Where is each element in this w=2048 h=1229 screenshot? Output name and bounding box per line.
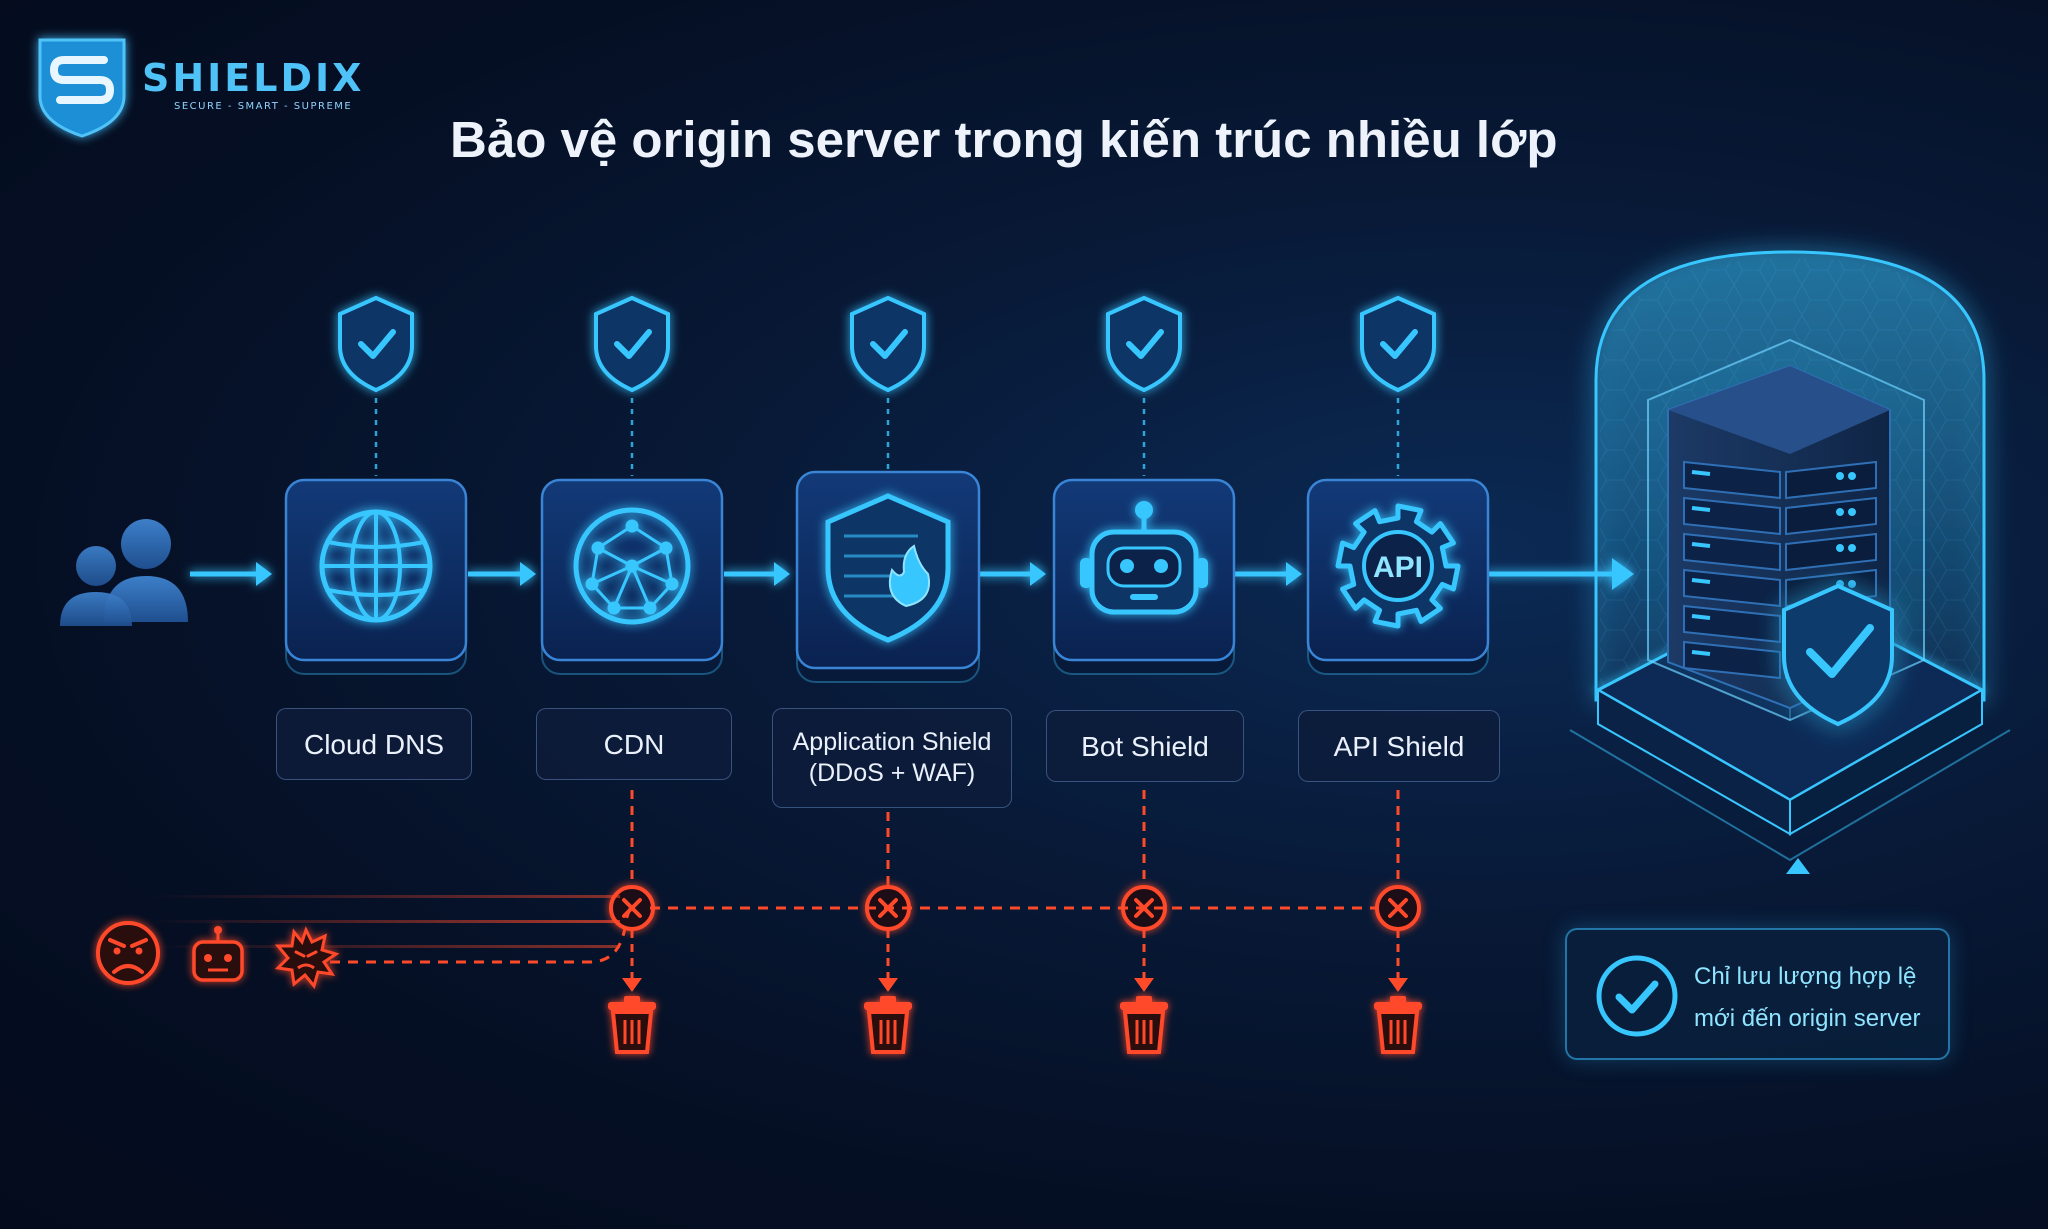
layer-application-shield <box>795 295 981 1054</box>
layer-cloud-dns <box>284 295 468 675</box>
layer-tile: API <box>1306 478 1490 675</box>
shieldix-logo <box>38 38 126 138</box>
origin-server-icon <box>1569 250 2011 924</box>
globe-icon <box>319 509 433 623</box>
api-gear-icon: API <box>1335 503 1461 629</box>
layer-api-shield: API <box>1306 295 1490 1054</box>
layer-tile <box>795 470 981 683</box>
blocked-x-icon <box>1375 885 1421 931</box>
layer-label-text: Bot Shield <box>1081 730 1209 762</box>
layer-label-cloud-dns: Cloud DNS <box>276 708 472 780</box>
robot-icon <box>1080 501 1208 615</box>
legit-traffic-note: Chỉ lưu lượng hợp lệ mới đến origin serv… <box>1565 928 1950 1060</box>
check-circle-icon <box>1596 955 1678 1037</box>
trash-icon <box>608 996 656 1054</box>
layer-tile <box>284 478 468 675</box>
malicious-bot-icon <box>192 926 244 982</box>
shield-check-icon <box>1106 295 1182 393</box>
trash-icon <box>1374 996 1422 1054</box>
shield-check-icon <box>850 295 926 393</box>
brand-name: SHIELDIX <box>142 56 365 100</box>
layer-label-subtext: (DDoS + WAF) <box>808 759 976 787</box>
layer-columns: API <box>284 295 1490 1054</box>
brand-tagline: SECURE - SMART - SUPREME <box>174 101 353 112</box>
layer-label-cdn: CDN <box>536 708 732 780</box>
malware-burst-icon <box>274 926 340 990</box>
shield-check-icon <box>1360 295 1436 393</box>
layer-tile <box>1052 478 1236 675</box>
note-text: Chỉ lưu lượng hợp lệ mới đến origin serv… <box>1694 956 1944 1040</box>
shield-check-icon <box>594 295 670 393</box>
layer-label-text: Application Shield <box>792 727 992 756</box>
page-title: Bảo vệ origin server trong kiến trúc nhi… <box>450 111 1558 168</box>
layer-tile <box>540 478 724 675</box>
server-rack-unit <box>1683 496 1877 536</box>
server-rack-unit <box>1683 460 1877 500</box>
shield-check-icon <box>338 295 414 393</box>
layer-label-text: API Shield <box>1333 730 1465 762</box>
note-line-2: mới đến origin server <box>1694 1005 1921 1032</box>
layer-label-bot-shield: Bot Shield <box>1046 710 1244 782</box>
layer-label-text: Cloud DNS <box>303 728 445 760</box>
threat-traffic <box>96 895 1378 990</box>
api-icon-label: API <box>1373 551 1423 584</box>
layer-cdn <box>540 295 724 1054</box>
users-icon <box>60 519 188 626</box>
layer-label-application-shield: Application Shield (DDoS + WAF) <box>772 708 1012 808</box>
trash-icon <box>864 996 912 1054</box>
layer-label-text: CDN <box>603 728 665 760</box>
firewall-shield-icon <box>825 493 951 643</box>
network-globe-icon <box>573 507 691 625</box>
layer-bot-shield <box>1052 295 1236 1054</box>
trash-icon <box>1120 996 1168 1054</box>
angry-face-icon <box>96 921 160 985</box>
layer-label-api-shield: API Shield <box>1298 710 1500 782</box>
server-shield-check-icon <box>1782 583 1894 727</box>
server-rack-unit <box>1683 532 1877 572</box>
note-line-1: Chỉ lưu lượng hợp lệ <box>1694 963 1917 990</box>
